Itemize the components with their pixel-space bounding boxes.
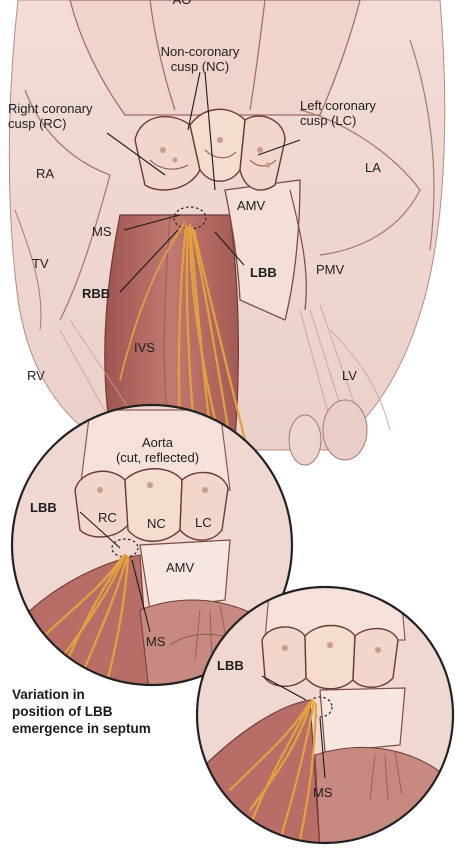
label-right-coronary-cusp: Right coronary cusp (RC) (8, 101, 93, 131)
caption-line: position of LBB (12, 703, 151, 720)
inset1-label-lc: LC (195, 515, 212, 530)
label-ivs: IVS (134, 340, 155, 355)
label-amv: AMV (237, 198, 265, 213)
inset1-label-ms: MS (146, 634, 166, 649)
aortic-cusps (135, 109, 285, 190)
label-line: Aorta (95, 435, 220, 450)
caption-line: Variation in (12, 686, 151, 703)
label-lv: LV (342, 368, 357, 383)
label-line: (cut, reflected) (95, 450, 220, 465)
inset2-label-lbb: LBB (217, 658, 244, 673)
label-left-coronary-cusp: Left coronary cusp (LC) (300, 98, 376, 128)
inset2-label-ms: MS (313, 785, 333, 800)
inset1-label-nc: NC (147, 516, 166, 531)
figure-caption: Variation in position of LBB emergence i… (12, 686, 151, 737)
label-rv: RV (27, 368, 45, 383)
caption-line: emergence in septum (12, 720, 151, 737)
inset1-label-lbb: LBB (30, 500, 57, 515)
label-rbb: RBB (82, 286, 110, 301)
label-ao-truncated: AO (152, 0, 212, 7)
label-line: cusp (LC) (300, 113, 376, 128)
papillary-muscle (323, 400, 367, 460)
inset1-label-aorta: Aorta (cut, reflected) (95, 435, 220, 465)
label-lbb: LBB (250, 265, 277, 280)
label-non-coronary-cusp: Non-coronary cusp (NC) (140, 44, 260, 74)
label-line: Left coronary (300, 98, 376, 113)
label-pmv: PMV (316, 262, 344, 277)
label-tv: TV (32, 256, 49, 271)
label-line: Right coronary (8, 101, 93, 116)
label-ms: MS (92, 224, 112, 239)
label-line: cusp (NC) (140, 59, 260, 74)
label-line: Non-coronary (140, 44, 260, 59)
label-line: cusp (RC) (8, 116, 93, 131)
label-la: LA (365, 160, 381, 175)
inset1-label-amv: AMV (166, 560, 194, 575)
label-ra: RA (36, 166, 54, 181)
inset1-label-rc: RC (98, 510, 117, 525)
